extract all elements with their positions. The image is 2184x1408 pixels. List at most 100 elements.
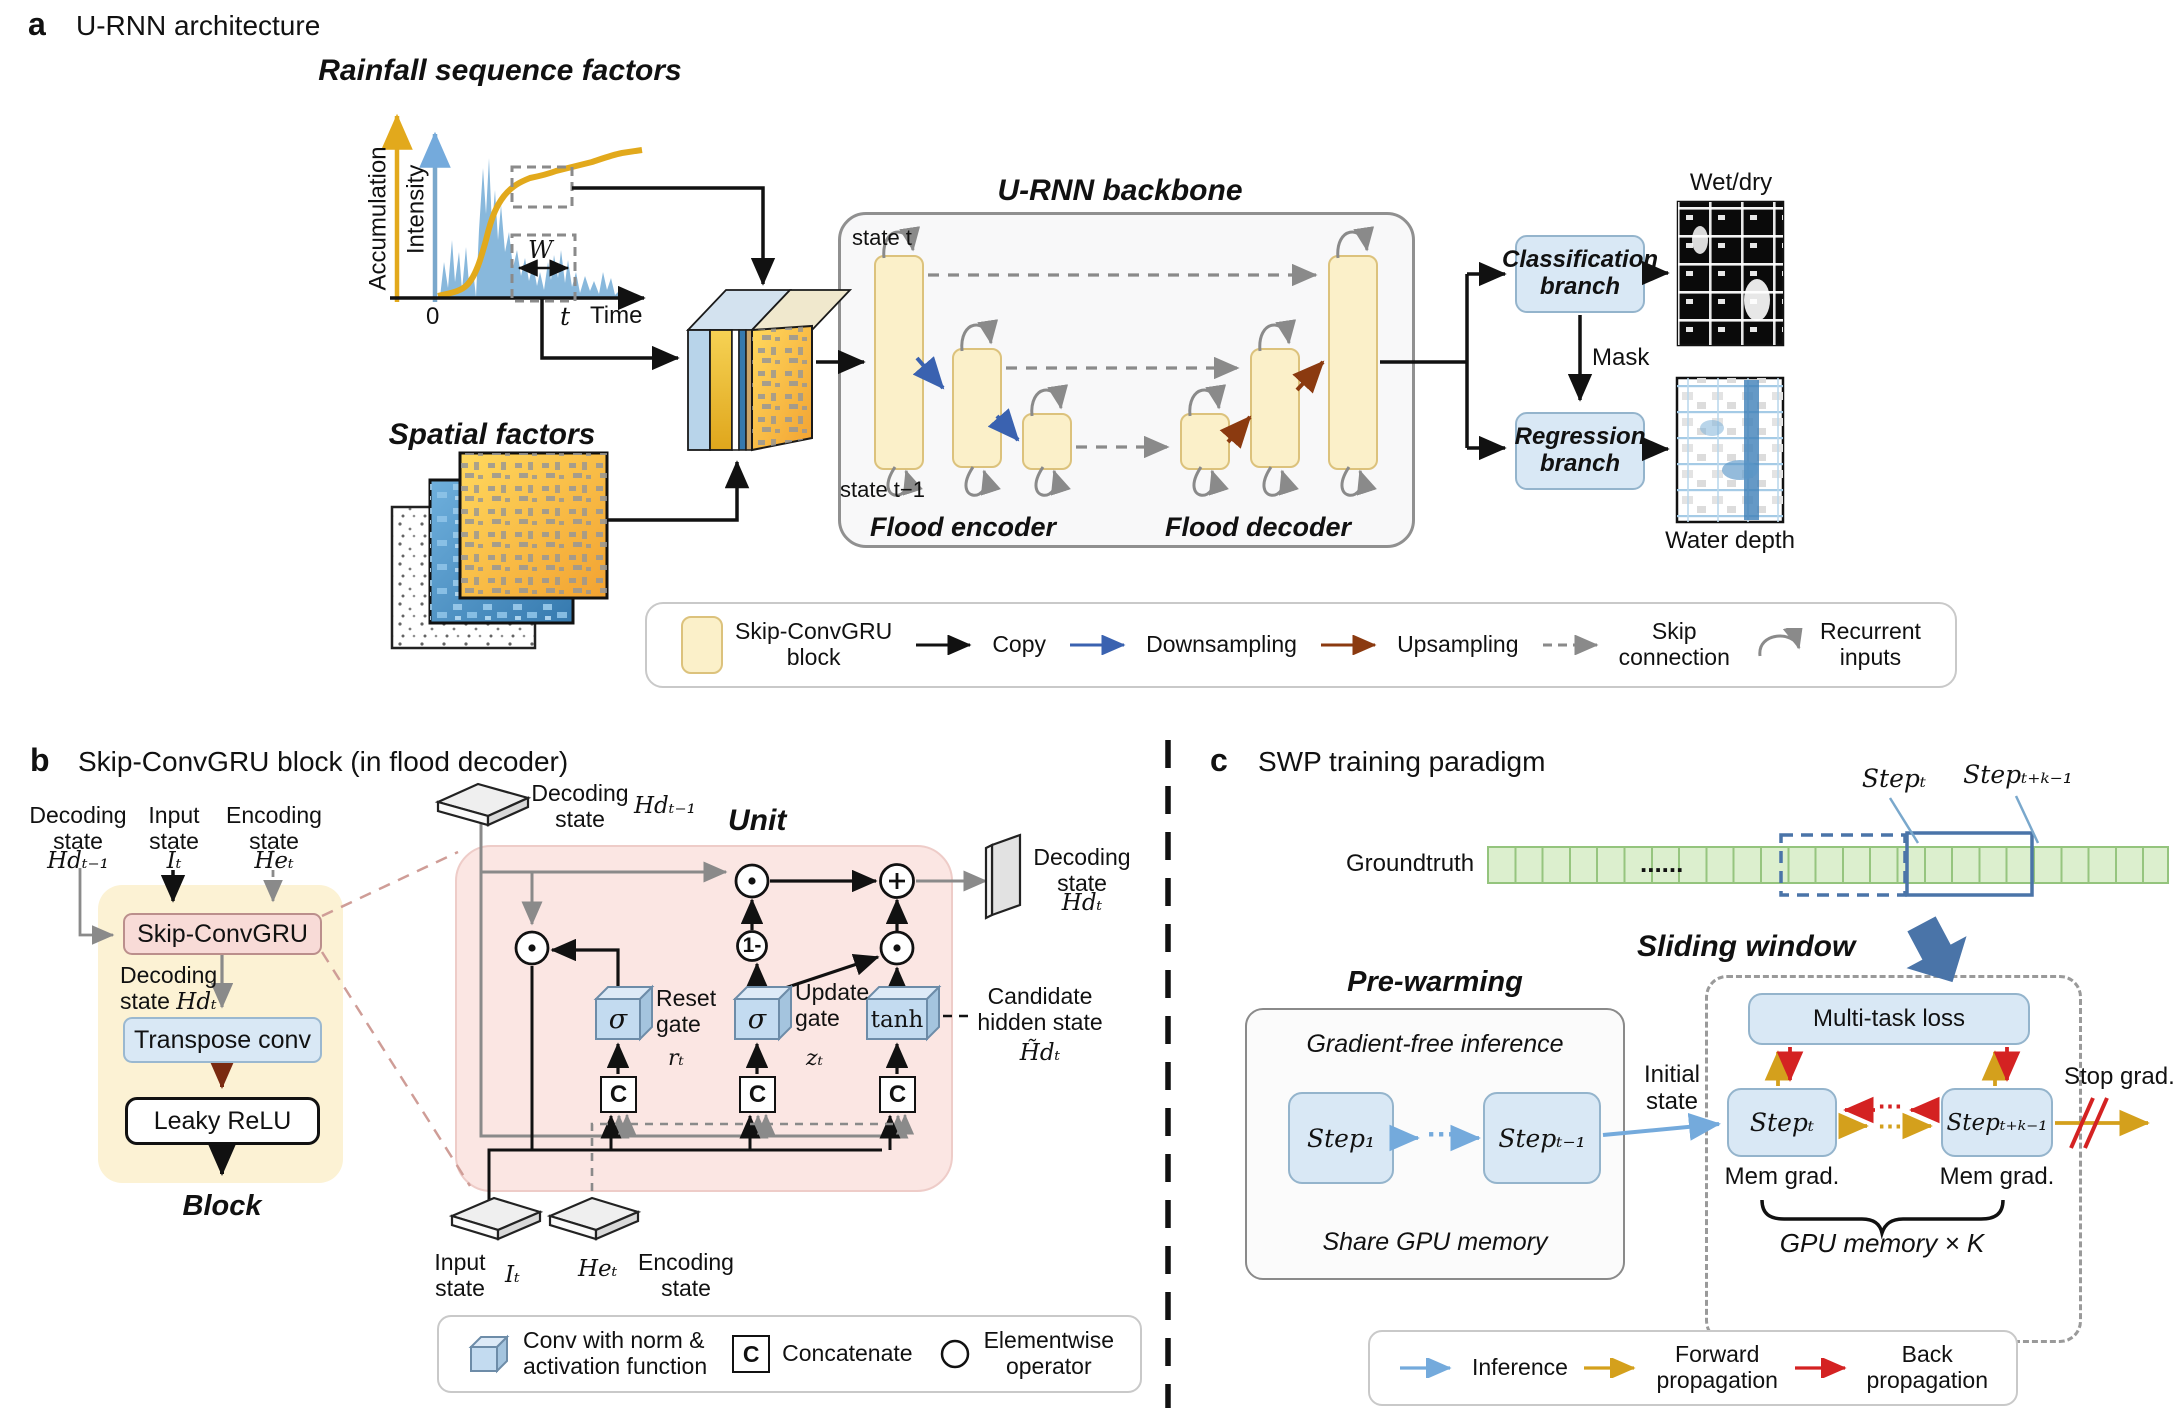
legend-item-conv: Conv with norm & activation function xyxy=(465,1327,707,1380)
legend-item-inference: Inference xyxy=(1398,1354,1568,1381)
unit-out-decoding-label: Decoding state xyxy=(1033,844,1131,896)
panel-b-title: Skip-ConvGRU block (in flood decoder) xyxy=(78,746,569,777)
unit-top-decoding-label: Decoding state xyxy=(531,780,629,832)
regression-branch-label: Regression branch xyxy=(1514,423,1646,477)
step-tk-box-label: Stepₜ₊ₖ₋₁ xyxy=(1946,1109,2048,1136)
leaky-relu-label: Leaky ReLU xyxy=(153,1106,292,1135)
one-minus-label: 1- xyxy=(742,934,762,957)
transpose-conv-box: Transpose conv xyxy=(123,1017,322,1063)
concat-swatch-label: C xyxy=(742,1340,760,1367)
unit-out-decoding-math: Hdₜ xyxy=(1061,890,1103,916)
concat-box-2: C xyxy=(739,1076,776,1113)
block-decoding-out-text: Decoding state xyxy=(120,962,218,1014)
step-tm1-box: Stepₜ₋₁ xyxy=(1483,1092,1601,1184)
panel-a-legend: Skip-ConvGRU block Copy Downsampling Ups… xyxy=(645,602,1957,688)
block-in-input-label: Input state xyxy=(148,802,200,854)
copy-arrow-icon xyxy=(916,635,972,655)
legend-recurrent-label: Recurrent inputs xyxy=(1819,618,1921,670)
block-in-encoding-math: Heₜ xyxy=(254,848,294,874)
skip-convgru-swatch xyxy=(681,616,723,674)
candidate-math: H̃dₜ xyxy=(1019,1040,1061,1066)
back-arrow-icon xyxy=(1794,1358,1847,1378)
rainfall-xlabel: Time xyxy=(590,302,643,329)
flood-encoder-label: Flood encoder xyxy=(869,512,1056,542)
legend-copy-label: Copy xyxy=(992,631,1047,658)
prewarming-title: Pre-warming xyxy=(1347,966,1523,998)
step-tm1-box-label: Stepₜ₋₁ xyxy=(1498,1123,1586,1153)
leaky-relu-box: Leaky ReLU xyxy=(125,1097,320,1145)
legend-inference-label: Inference xyxy=(1472,1354,1568,1381)
legend-item-elementwise: Elementwise operator xyxy=(938,1327,1114,1380)
reset-sigma-label: σ xyxy=(608,1004,628,1035)
rainfall-window-label: W xyxy=(528,236,553,264)
panel-a-title: U-RNN architecture xyxy=(76,10,321,41)
unit-encoding-state-math: Heₜ xyxy=(578,1256,618,1282)
update-gate-label: Update gate xyxy=(795,979,870,1031)
mask-label: Mask xyxy=(1592,344,1650,371)
classification-branch-label: Classification branch xyxy=(1501,246,1659,300)
skip-convgru-box-label: Skip-ConvGRU xyxy=(137,919,308,948)
step-tk-pointer-label: Stepₜ₊ₖ₋₁ xyxy=(1963,760,2073,789)
waterdepth-map xyxy=(1675,376,1785,524)
backbone-title: U-RNN backbone xyxy=(997,174,1243,207)
concat-box-1: C xyxy=(600,1076,637,1113)
multitask-loss-box: Multi-task loss xyxy=(1748,993,2030,1045)
spatial-factors-title: Spatial factors xyxy=(388,418,596,451)
groundtruth-dots: ...... xyxy=(1640,848,1684,878)
legend-item-recurrent: Recurrent inputs xyxy=(1752,618,1921,671)
forward-arrow-icon xyxy=(1584,1358,1637,1378)
tanh-label: tanh xyxy=(870,1007,924,1033)
forward-dots: ⋯ xyxy=(1877,1112,1903,1140)
mem-grad-left-label: Mem grad. xyxy=(1724,1163,1840,1190)
legend-item-forward: Forward propagation xyxy=(1582,1341,1778,1394)
groundtruth-bar xyxy=(1487,846,2169,884)
legend-item-downsampling: Downsampling xyxy=(1068,631,1297,658)
gpu-memory-label: GPU memory × K xyxy=(1779,1228,1985,1258)
block-in-decoding-math: Hdₜ₋₁ xyxy=(47,848,109,874)
concat-box-1-label: C xyxy=(609,1080,628,1108)
unit-encoding-state-label: Encoding state xyxy=(638,1249,734,1301)
step-tk-box: Stepₜ₊ₖ₋₁ xyxy=(1941,1088,2053,1157)
transpose-conv-label: Transpose conv xyxy=(134,1025,311,1054)
legend-elementwise-label: Elementwise operator xyxy=(983,1327,1114,1379)
block-in-encoding-label: Encoding state xyxy=(226,802,322,854)
update-sigma-label: σ xyxy=(747,1004,767,1035)
legend-item-copy: Copy xyxy=(914,631,1047,658)
input-tensor-stack xyxy=(685,289,853,452)
concat-box-3: C xyxy=(879,1076,916,1113)
backbone-state-t: state t xyxy=(852,225,912,250)
wetdry-map xyxy=(1676,200,1785,347)
block-decoding-out-math: Hdₜ xyxy=(176,988,217,1015)
panel-b-letter: b xyxy=(30,742,50,778)
stop-grad-label: Stop grad. xyxy=(2064,1063,2175,1090)
legend-item-skip-connection: Skip connection xyxy=(1541,618,1730,671)
unit-input-state-label: Input state xyxy=(434,1249,486,1301)
backbone-state-t1: state t−1 xyxy=(840,477,926,502)
panel-c-graphics xyxy=(1389,795,2150,1240)
regression-branch-box: Regression branch xyxy=(1515,412,1645,490)
legend-item-skip-block: Skip-ConvGRU block xyxy=(681,616,892,674)
step-t-box-label: Stepₜ xyxy=(1749,1108,1815,1137)
block-in-input-math: Iₜ xyxy=(166,848,182,874)
elementwise-circle-icon xyxy=(940,1339,969,1369)
candidate-label: Candidate hidden state xyxy=(977,983,1103,1035)
skip-connection-arrow-icon xyxy=(1542,635,1599,655)
mem-grad-right-label: Mem grad. xyxy=(1939,1163,2055,1190)
legend-concat-label: Concatenate xyxy=(782,1340,913,1367)
backprop-dots: ⋯ xyxy=(1877,1092,1903,1120)
skipconvgru-block-5 xyxy=(1250,348,1300,468)
reset-gate-math: rₜ xyxy=(668,1046,684,1071)
wetdry-label: Wet/dry xyxy=(1689,169,1773,196)
reset-gate-label: Reset gate xyxy=(656,985,717,1037)
upsampling-arrow-icon xyxy=(1321,635,1377,655)
sliding-window-label: Sliding window xyxy=(1637,930,1856,963)
update-gate-math: zₜ xyxy=(806,1046,824,1071)
block-name-label: Block xyxy=(182,1190,262,1222)
unit-input-state-math: Iₜ xyxy=(505,1262,520,1288)
gradient-free-label: Gradient-free inference xyxy=(1306,1030,1564,1058)
legend-item-back: Back propagation xyxy=(1793,1341,1988,1394)
rainfall-ylabel-accumulation: Accumulation xyxy=(364,146,392,291)
panel-b-legend: Conv with norm & activation function C C… xyxy=(437,1315,1142,1393)
inference-arrow-icon xyxy=(1400,1358,1452,1378)
